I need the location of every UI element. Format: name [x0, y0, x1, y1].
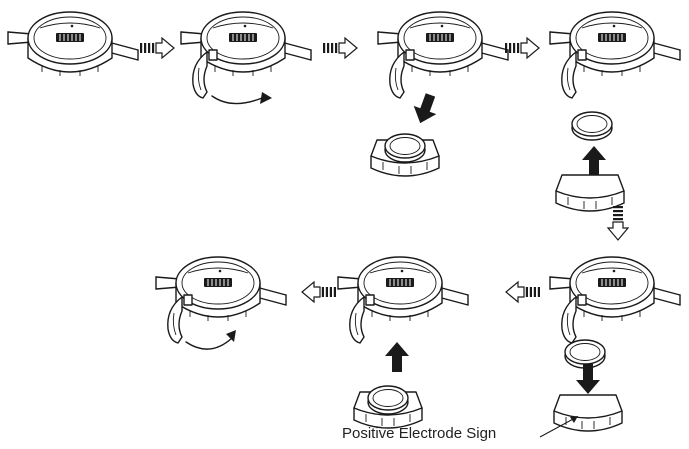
step-6-device — [337, 256, 469, 344]
step-6-up-arrow — [385, 342, 409, 372]
step-5-empty-cover — [553, 394, 623, 432]
step-arrow-5 — [505, 281, 541, 303]
step-3-cover-with-battery — [370, 133, 440, 177]
step-arrow-6 — [301, 281, 337, 303]
step-5-down-arrow — [576, 364, 600, 394]
step-arrow-3 — [504, 37, 540, 59]
curved-arrow-open — [211, 95, 263, 105]
positive-electrode-leader — [539, 417, 576, 438]
step-3-device — [377, 11, 509, 99]
curved-arrow-close — [185, 337, 233, 350]
step-arrow-4-down — [607, 205, 629, 241]
step-arrow-1 — [139, 37, 175, 59]
step-4-empty-cover — [555, 174, 625, 212]
step-7-device — [155, 256, 287, 344]
step-6-cover-with-battery — [353, 385, 423, 429]
step-5-device — [549, 256, 681, 344]
positive-electrode-label: Positive Electrode Sign — [342, 425, 497, 442]
step-arrow-2 — [322, 37, 358, 59]
step-5-coin — [564, 339, 606, 369]
step-4-coin — [571, 111, 613, 141]
step-2-device — [180, 11, 312, 99]
step-4-up-arrow — [582, 146, 606, 176]
step-1-device — [7, 11, 139, 77]
step-3-down-arrow — [408, 90, 442, 128]
step-4-device — [549, 11, 681, 99]
